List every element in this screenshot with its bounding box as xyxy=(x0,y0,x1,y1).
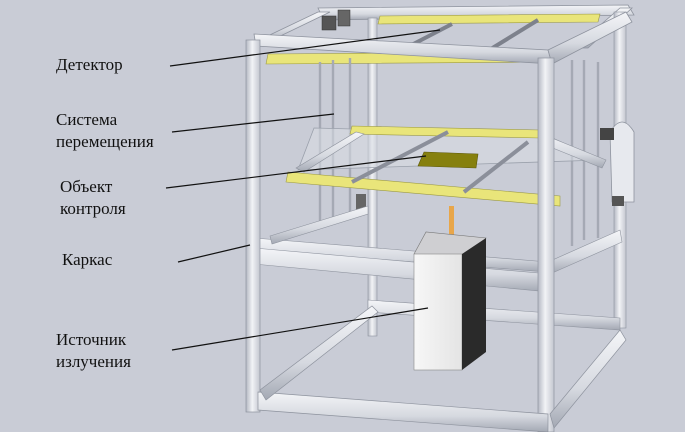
label-frame: Каркас xyxy=(62,250,113,269)
frame-front xyxy=(245,11,633,432)
leader-test-object xyxy=(165,155,427,189)
radiation-source xyxy=(413,231,487,371)
label-detector: Детектор xyxy=(56,55,123,74)
label-test-object: Объект контроля xyxy=(60,177,126,218)
leader-detector xyxy=(169,29,441,67)
label-motion-system: Система перемещения xyxy=(56,110,154,151)
leader-motion-system xyxy=(171,113,335,133)
radiation-beam xyxy=(449,206,454,242)
test-object xyxy=(417,151,479,169)
leader-frame xyxy=(177,244,251,263)
label-radiation-source: Источник излучения xyxy=(56,330,131,371)
motion-stage xyxy=(285,125,624,212)
leader-radiation-source xyxy=(171,307,429,351)
leader-lines xyxy=(165,29,441,351)
